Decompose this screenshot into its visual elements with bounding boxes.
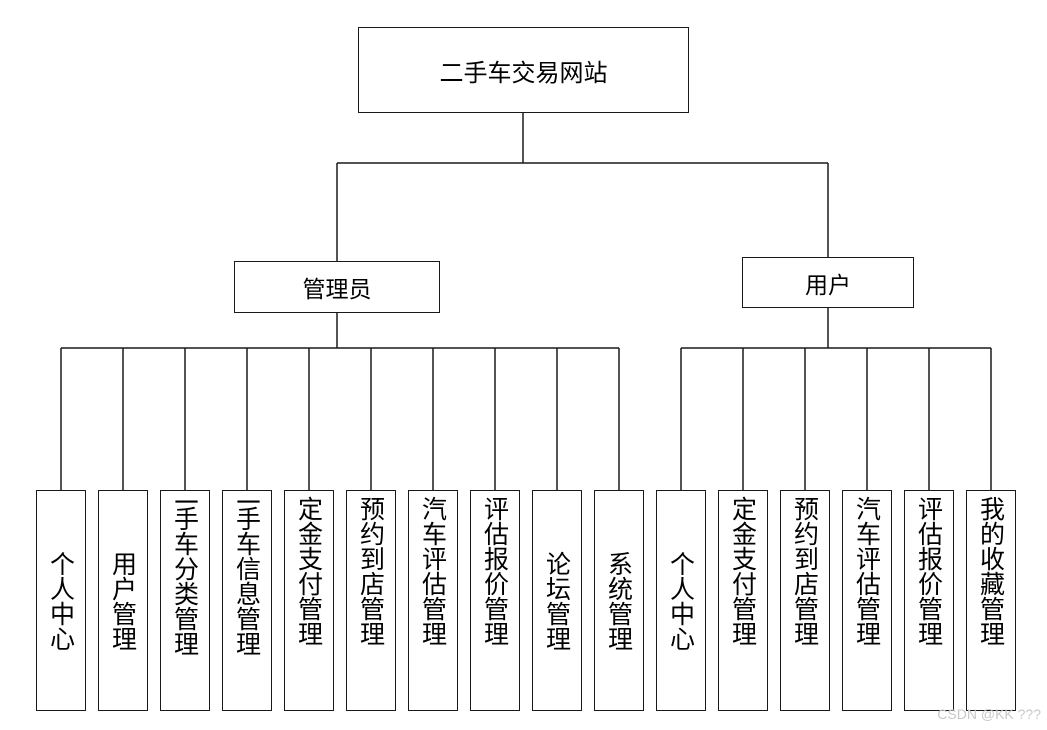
leaf-label: 汽车评估管理 bbox=[418, 496, 448, 646]
user-leaf-deposit-payment-management: 定金支付管理 bbox=[718, 490, 768, 711]
watermark: CSDN @KK ??? bbox=[937, 706, 1041, 722]
admin-leaf-car-category-management: 二手车分类管理 bbox=[160, 490, 210, 711]
leaf-label: 评估报价管理 bbox=[914, 496, 944, 646]
leaf-label: 用户管理 bbox=[108, 550, 138, 651]
leaf-label: 系统管理 bbox=[604, 550, 634, 651]
leaf-label: 论坛管理 bbox=[542, 550, 572, 651]
admin-leaf-system-management: 系统管理 bbox=[594, 490, 644, 711]
leaf-label: 定金支付管理 bbox=[728, 496, 758, 646]
leaf-label: 个人中心 bbox=[46, 550, 76, 651]
user-leaf-quote-management: 评估报价管理 bbox=[904, 490, 954, 711]
user-leaf-personal-center: 个人中心 bbox=[656, 490, 706, 711]
admin-leaf-user-management: 用户管理 bbox=[98, 490, 148, 711]
leaf-label: 二手车信息管理 bbox=[232, 490, 262, 656]
user-leaf-car-evaluation-management: 汽车评估管理 bbox=[842, 490, 892, 711]
user-node: 用户 bbox=[742, 257, 914, 308]
admin-leaf-car-evaluation-management: 汽车评估管理 bbox=[408, 490, 458, 711]
leaf-label: 定金支付管理 bbox=[294, 496, 324, 646]
root-label: 二手车交易网站 bbox=[439, 58, 608, 87]
leaf-label: 预约到店管理 bbox=[356, 496, 386, 646]
admin-leaf-forum-management: 论坛管理 bbox=[532, 490, 582, 711]
admin-node: 管理员 bbox=[234, 261, 440, 313]
leaf-label: 我的收藏管理 bbox=[976, 496, 1006, 646]
leaf-label: 预约到店管理 bbox=[790, 496, 820, 646]
admin-leaf-store-appointment-management: 预约到店管理 bbox=[346, 490, 396, 711]
admin-leaf-car-info-management: 二手车信息管理 bbox=[222, 490, 272, 711]
root-node: 二手车交易网站 bbox=[358, 27, 689, 113]
admin-leaf-personal-center: 个人中心 bbox=[36, 490, 86, 711]
admin-leaf-quote-management: 评估报价管理 bbox=[470, 490, 520, 711]
leaf-label: 汽车评估管理 bbox=[852, 496, 882, 646]
leaf-label: 评估报价管理 bbox=[480, 496, 510, 646]
leaf-label: 二手车分类管理 bbox=[170, 490, 200, 656]
leaf-label: 个人中心 bbox=[666, 550, 696, 651]
admin-label: 管理员 bbox=[302, 277, 372, 303]
user-leaf-favorites-management: 我的收藏管理 bbox=[966, 490, 1016, 711]
user-leaf-store-appointment-management: 预约到店管理 bbox=[780, 490, 830, 711]
user-label: 用户 bbox=[805, 272, 851, 299]
admin-leaf-deposit-payment-management: 定金支付管理 bbox=[284, 490, 334, 711]
